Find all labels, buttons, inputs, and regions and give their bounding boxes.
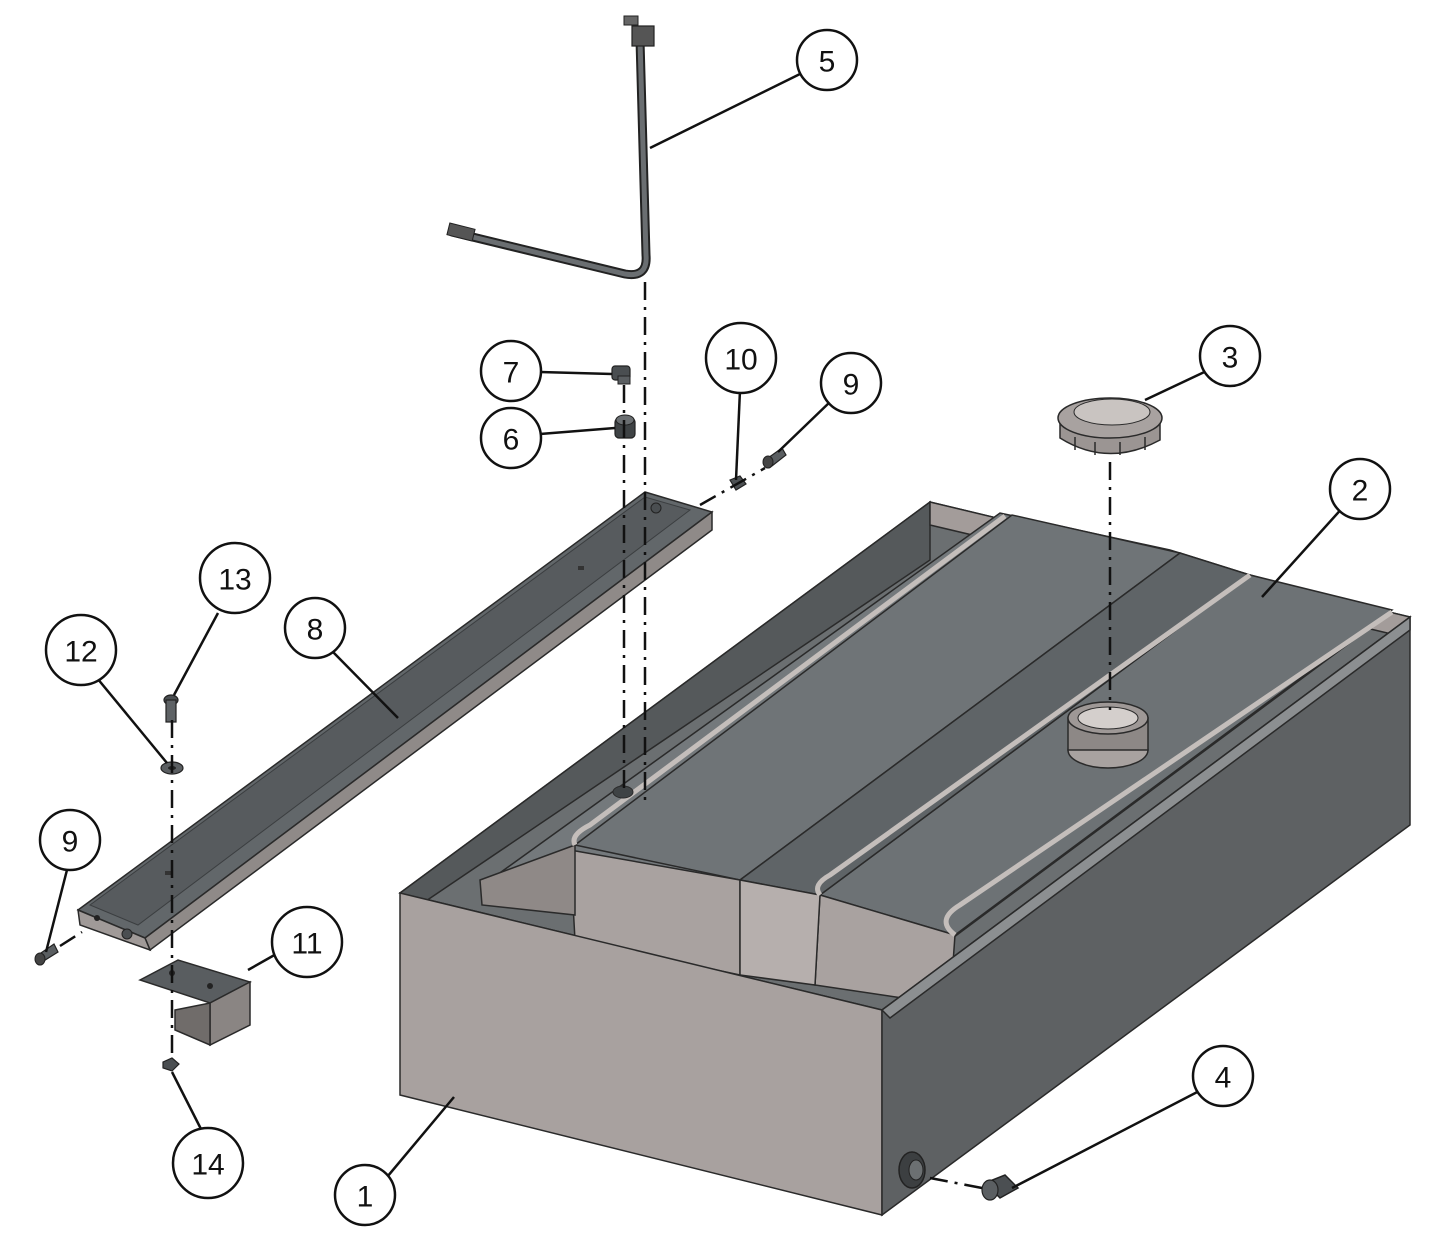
callout-label: 6: [503, 424, 520, 457]
callout-1: 1: [333, 1163, 397, 1227]
callout-label: 1: [357, 1181, 374, 1214]
callout-label: 11: [291, 928, 322, 961]
callout-label: 9: [843, 369, 860, 402]
nut-bottom: [162, 1057, 180, 1072]
tank-front-face-groove: [739, 879, 821, 986]
callout-label: 4: [1215, 1062, 1232, 1095]
housing-right-lip: [880, 615, 1411, 1019]
callout-12: 12: [44, 613, 118, 687]
angle-bracket: [138, 959, 252, 1047]
callout-8: 8: [283, 596, 347, 660]
carriage-bolt: [163, 694, 179, 723]
tank-ridge-highlight: [571, 513, 1007, 847]
callout-9b: 9: [38, 808, 102, 872]
callout-7: 7: [479, 339, 543, 403]
callout-10: 10: [704, 321, 778, 395]
filler-neck: [1067, 701, 1149, 769]
callout-4: 4: [1191, 1044, 1255, 1108]
grommet: [614, 414, 636, 439]
callout-label: 2: [1352, 475, 1369, 508]
bolt-left: [34, 943, 59, 966]
bolt-right: [762, 447, 787, 469]
callout-label: 13: [218, 564, 251, 597]
callout-label: 3: [1222, 342, 1239, 375]
callout-6: 6: [479, 406, 543, 470]
tank-left-step: [479, 843, 576, 916]
fuel-cap: [1057, 397, 1163, 455]
housing-walls: [399, 615, 1411, 1217]
callout-label: 10: [724, 344, 757, 377]
callout-label: 9: [62, 826, 79, 859]
callout-label: 12: [64, 636, 97, 669]
callout-9a: 9: [819, 351, 883, 415]
callout-14: 14: [171, 1126, 245, 1200]
callout-13: 13: [198, 541, 272, 615]
tank-ridge-highlight-3: [943, 609, 1394, 937]
elbow-fitting: [611, 365, 631, 385]
callout-label: 8: [307, 614, 324, 647]
callout-2: 2: [1328, 457, 1392, 521]
callout-5: 5: [795, 28, 859, 92]
assembly-centerlines: [59, 282, 1112, 1190]
fuel-sender-tube: [446, 15, 655, 280]
callout-label: 5: [819, 46, 836, 79]
callout-11: 11: [270, 905, 344, 979]
fuel-tank: [479, 512, 1394, 1006]
drain-plug: [981, 1174, 1020, 1201]
callout-label: 14: [191, 1149, 224, 1182]
callout-3: 3: [1198, 324, 1262, 388]
tank-ridge-highlight-2: [815, 572, 1252, 897]
callout-label: 7: [503, 357, 520, 390]
